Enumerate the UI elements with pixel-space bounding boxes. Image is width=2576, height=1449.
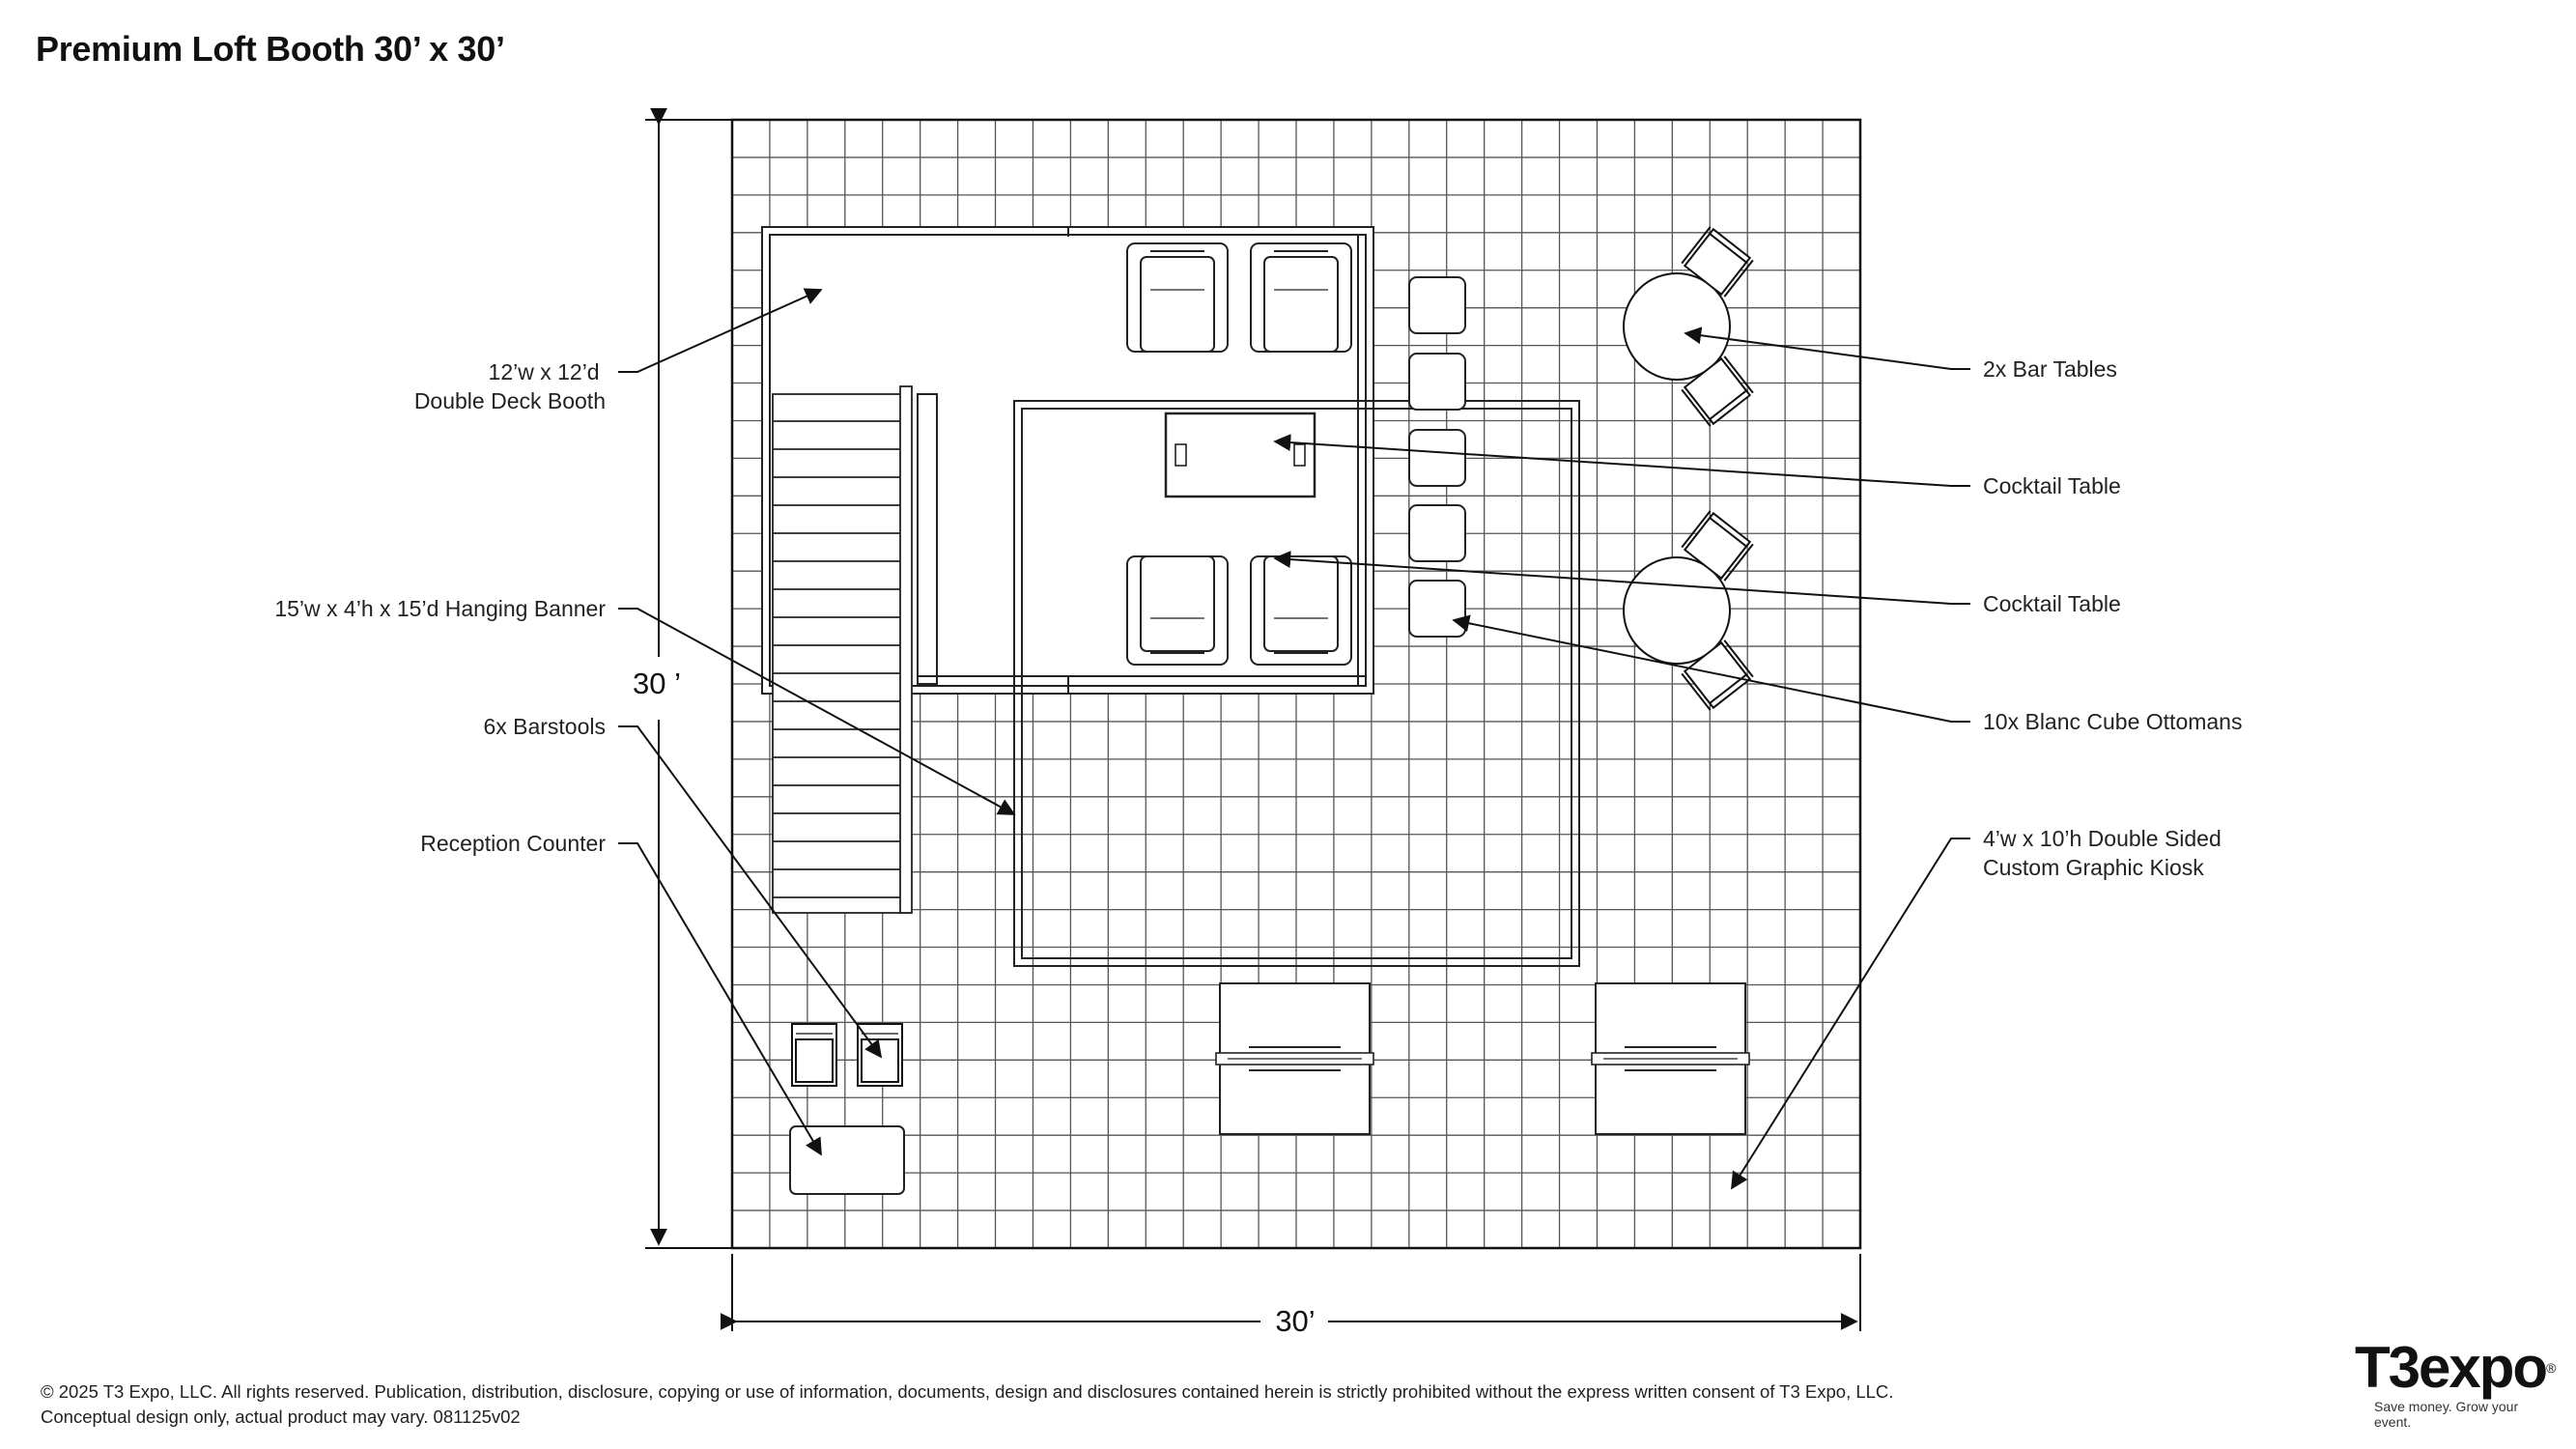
reception-counter — [789, 1125, 905, 1195]
bar-stool — [1681, 355, 1754, 427]
cube-ottoman — [1408, 353, 1466, 411]
width-dimension-label: 30’ — [1275, 1304, 1315, 1338]
floor-boundary — [730, 118, 1862, 1250]
logo-wordmark: T3expo — [2355, 1335, 2548, 1400]
bar-stool — [1681, 226, 1754, 298]
graphic-kiosk — [1591, 982, 1750, 1135]
cocktail-table-label-2: Cocktail Table — [1983, 591, 2121, 616]
footer-disclaimer: © 2025 T3 Expo, LLC. All rights reserved… — [41, 1379, 1893, 1430]
bar-table — [1623, 510, 1754, 711]
hanging-banner — [1013, 400, 1580, 967]
graphic-kiosk — [1215, 982, 1374, 1135]
lounge-chair — [1126, 242, 1229, 353]
cocktail-table-label-1: Cocktail Table — [1983, 473, 2121, 498]
depth-dimension-label: 30 ’ — [633, 667, 681, 700]
t3-expo-logo: T3expo® Save money. Grow your event. — [2355, 1339, 2558, 1431]
lounge-chair — [1250, 242, 1352, 353]
barstools-label: 6x Barstools — [483, 714, 606, 739]
cube-ottoman — [1408, 276, 1466, 334]
kiosk-label: 4’w x 10’h Double Sided Custom Graphic K… — [1983, 826, 2227, 880]
copyright-line: © 2025 T3 Expo, LLC. All rights reserved… — [41, 1381, 1894, 1402]
disclaimer-line: Conceptual design only, actual product m… — [41, 1406, 521, 1427]
graphic-kiosks — [1215, 982, 1750, 1135]
double-deck-label: 12’w x 12’d Double Deck Booth — [414, 359, 606, 413]
cocktail-table — [1164, 412, 1316, 498]
cube-ottomans — [1408, 276, 1466, 638]
logo-tagline: Save money. Grow your event. — [2374, 1399, 2519, 1430]
barstools — [791, 1023, 903, 1087]
bar-table — [1623, 226, 1754, 427]
ottomans-label: 10x Blanc Cube Ottomans — [1983, 709, 2242, 734]
cube-ottoman — [1408, 504, 1466, 562]
staircase — [772, 385, 913, 914]
barstool — [791, 1023, 837, 1087]
bar-tables-label: 2x Bar Tables — [1983, 356, 2117, 382]
leader-lines — [618, 288, 1970, 1190]
registered-mark: ® — [2546, 1360, 2556, 1376]
bar-stool — [1681, 639, 1754, 711]
page-title: Premium Loft Booth 30’ x 30’ — [36, 29, 505, 69]
dimension-lines — [645, 107, 1861, 1331]
lounge-chair — [1250, 555, 1352, 666]
cube-ottoman — [1408, 580, 1466, 638]
bar-stool — [1681, 510, 1754, 582]
cube-ottoman — [1408, 429, 1466, 487]
lounge-chairs — [1126, 242, 1352, 666]
reception-counter-label: Reception Counter — [420, 831, 606, 856]
lounge-chair — [1126, 555, 1229, 666]
hanging-banner-label: 15’w x 4’h x 15’d Hanging Banner — [274, 596, 606, 621]
